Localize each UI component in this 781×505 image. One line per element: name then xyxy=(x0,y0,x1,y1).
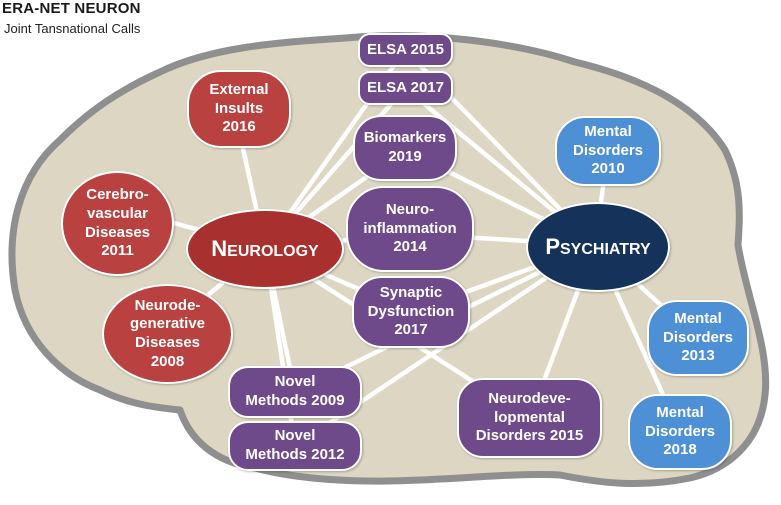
node-label-line: Insults xyxy=(214,99,264,117)
page-title: ERA-NET NEURON xyxy=(2,0,141,17)
node-label-line: 2016 xyxy=(222,118,256,136)
node-label-line: 2008 xyxy=(150,352,185,370)
call-elsa-2017: ELSA 2017 xyxy=(358,71,453,105)
node-label-line: Disorders xyxy=(662,328,734,346)
node-label-line: Mental xyxy=(674,309,722,327)
node-label-line: ELSA 2017 xyxy=(367,78,444,96)
node-label-line: Methods 2009 xyxy=(245,392,345,409)
node-label-line: 2013 xyxy=(681,347,715,365)
node-label-line: inflammation xyxy=(363,219,457,237)
node-label-line: Novel xyxy=(274,427,316,445)
node-label-line: Neuro- xyxy=(385,200,435,218)
page-subtitle: Joint Tansnational Calls xyxy=(4,21,141,36)
node-label-line: 2017 xyxy=(394,321,428,339)
neurology-hub: NEUROLOGY xyxy=(186,209,344,289)
node-label-line: 2014 xyxy=(393,238,427,256)
hub-label-part: P xyxy=(545,234,560,260)
node-label-line: Disorders 2015 xyxy=(475,427,584,445)
node-label-line: ELSA 2015 xyxy=(367,40,444,58)
hub-label-part: EUROLOGY xyxy=(227,243,319,261)
node-label-line: Diseases xyxy=(134,334,201,351)
node-label-line: Disorders xyxy=(572,141,644,159)
node-label-line: Dysfunction xyxy=(367,302,455,320)
node-label-line: lopmental xyxy=(494,408,565,426)
psychiatry-hub: PSYCHIATRY xyxy=(526,202,670,292)
node-label-line: Neurode- xyxy=(134,296,201,314)
node-label-line: 2018 xyxy=(663,441,697,459)
node-label-line: 2011 xyxy=(101,242,134,260)
node-label-line: Disorders xyxy=(644,422,716,440)
psychiatry-hub-label: PSYCHIATRY xyxy=(545,233,650,261)
node-label-line: generative xyxy=(129,315,206,333)
node-label-line: Mental xyxy=(584,122,632,140)
node-label-line: Methods 2012 xyxy=(245,446,345,463)
node-label-line: Biomarkers xyxy=(363,129,447,147)
node-label-line: 2010 xyxy=(591,160,625,178)
node-label-line: External xyxy=(209,80,269,98)
node-label-line: vascular xyxy=(87,204,148,222)
hub-label-part: N xyxy=(211,236,228,262)
node-label-line: Synaptic xyxy=(379,283,443,301)
node-label-line: Mental xyxy=(656,403,704,421)
node-label-line: Diseases xyxy=(84,223,151,241)
node-label-line: Neurodeve- xyxy=(488,389,571,407)
neurology-hub-label: NEUROLOGY xyxy=(211,235,318,263)
node-label-line: 2019 xyxy=(388,148,422,165)
call-elsa-2015: ELSA 2015 xyxy=(358,33,453,67)
node-label-line: Novel xyxy=(274,373,316,391)
node-label-line: Cerebro- xyxy=(86,186,149,203)
hub-label-part: SYCHIATRY xyxy=(560,241,651,259)
